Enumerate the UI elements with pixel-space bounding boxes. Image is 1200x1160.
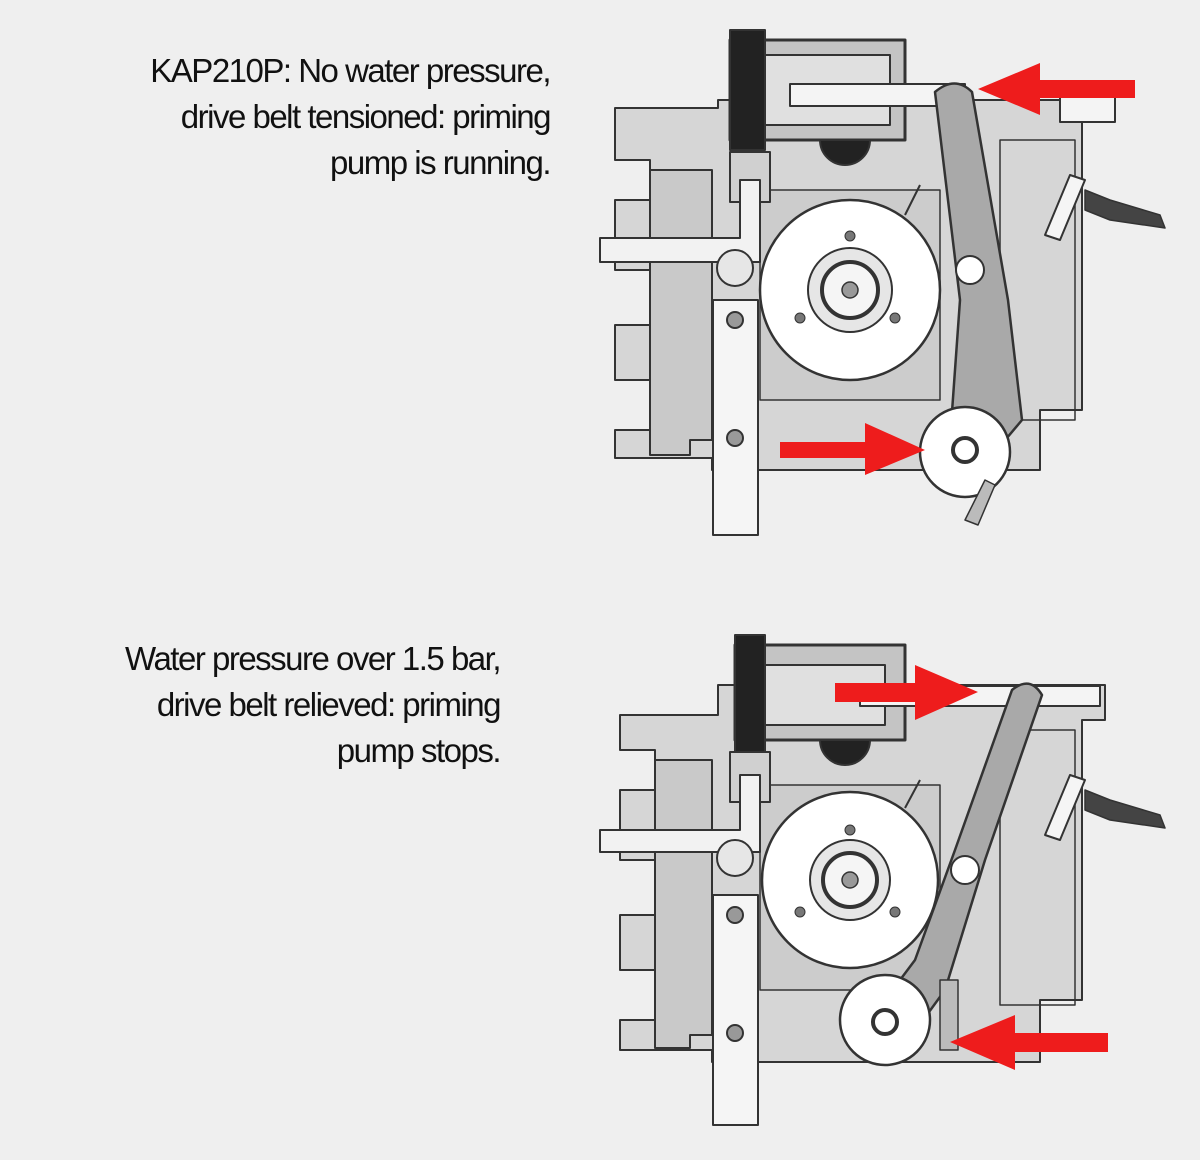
cylinder-endcap xyxy=(729,29,766,151)
piston-stop xyxy=(819,139,871,166)
housing-bolt xyxy=(716,839,754,877)
hub-screw xyxy=(844,230,856,242)
caption-line: KAP210P: No water pressure, xyxy=(150,52,551,89)
guide-rail xyxy=(712,894,759,1126)
caption-pressure-over-limit: Water pressure over 1.5 bar, drive belt … xyxy=(20,636,502,774)
hub-screw xyxy=(889,312,901,324)
inlet-pipe xyxy=(599,774,761,853)
cylinder-endcap xyxy=(734,634,766,753)
lower-bracket xyxy=(939,979,959,1051)
sensor-cable xyxy=(1044,174,1086,241)
lever-pivot xyxy=(955,255,985,285)
cable-connector xyxy=(1084,789,1166,829)
pulley-center xyxy=(841,281,859,299)
inlet-pipe xyxy=(599,179,761,263)
rail-bolt xyxy=(726,906,744,924)
housing-bolt xyxy=(716,249,754,287)
rail-bolt xyxy=(726,429,744,447)
caption-line: pump is running. xyxy=(330,144,551,181)
caption-line: drive belt tensioned: priming xyxy=(180,98,552,135)
belt-guide xyxy=(904,184,921,216)
lever-pivot xyxy=(950,855,980,885)
arrow-right-pointing xyxy=(835,665,978,720)
caption-no-pressure: KAP210P: No water pressure, drive belt t… xyxy=(40,48,552,186)
caption-line: pump stops. xyxy=(336,732,502,769)
hub-screw xyxy=(889,906,901,918)
arrow-left-pointing xyxy=(978,63,1135,115)
rail-bolt xyxy=(726,311,744,329)
arrow-right-pointing xyxy=(780,423,925,475)
hub-screw xyxy=(794,906,806,918)
pulley-center xyxy=(841,871,859,889)
hub-screw xyxy=(794,312,806,324)
piston-stop xyxy=(819,739,871,766)
housing-flange xyxy=(654,759,713,1049)
sensor-cable xyxy=(1044,774,1086,841)
lower-bracket xyxy=(964,479,996,526)
guide-rail xyxy=(712,299,759,536)
tensioner-axle xyxy=(871,1008,899,1036)
belt-guide xyxy=(904,779,921,809)
caption-line: Water pressure over 1.5 bar, xyxy=(125,640,501,677)
cable-connector xyxy=(1084,189,1166,229)
arrow-left-pointing xyxy=(950,1015,1108,1070)
tensioner-axle xyxy=(951,436,979,464)
caption-line: drive belt relieved: priming xyxy=(156,686,502,723)
pump-diagram-running xyxy=(599,29,1166,536)
support-bracket xyxy=(999,729,1076,1006)
rail-bolt xyxy=(726,1024,744,1042)
hub-screw xyxy=(844,824,856,836)
